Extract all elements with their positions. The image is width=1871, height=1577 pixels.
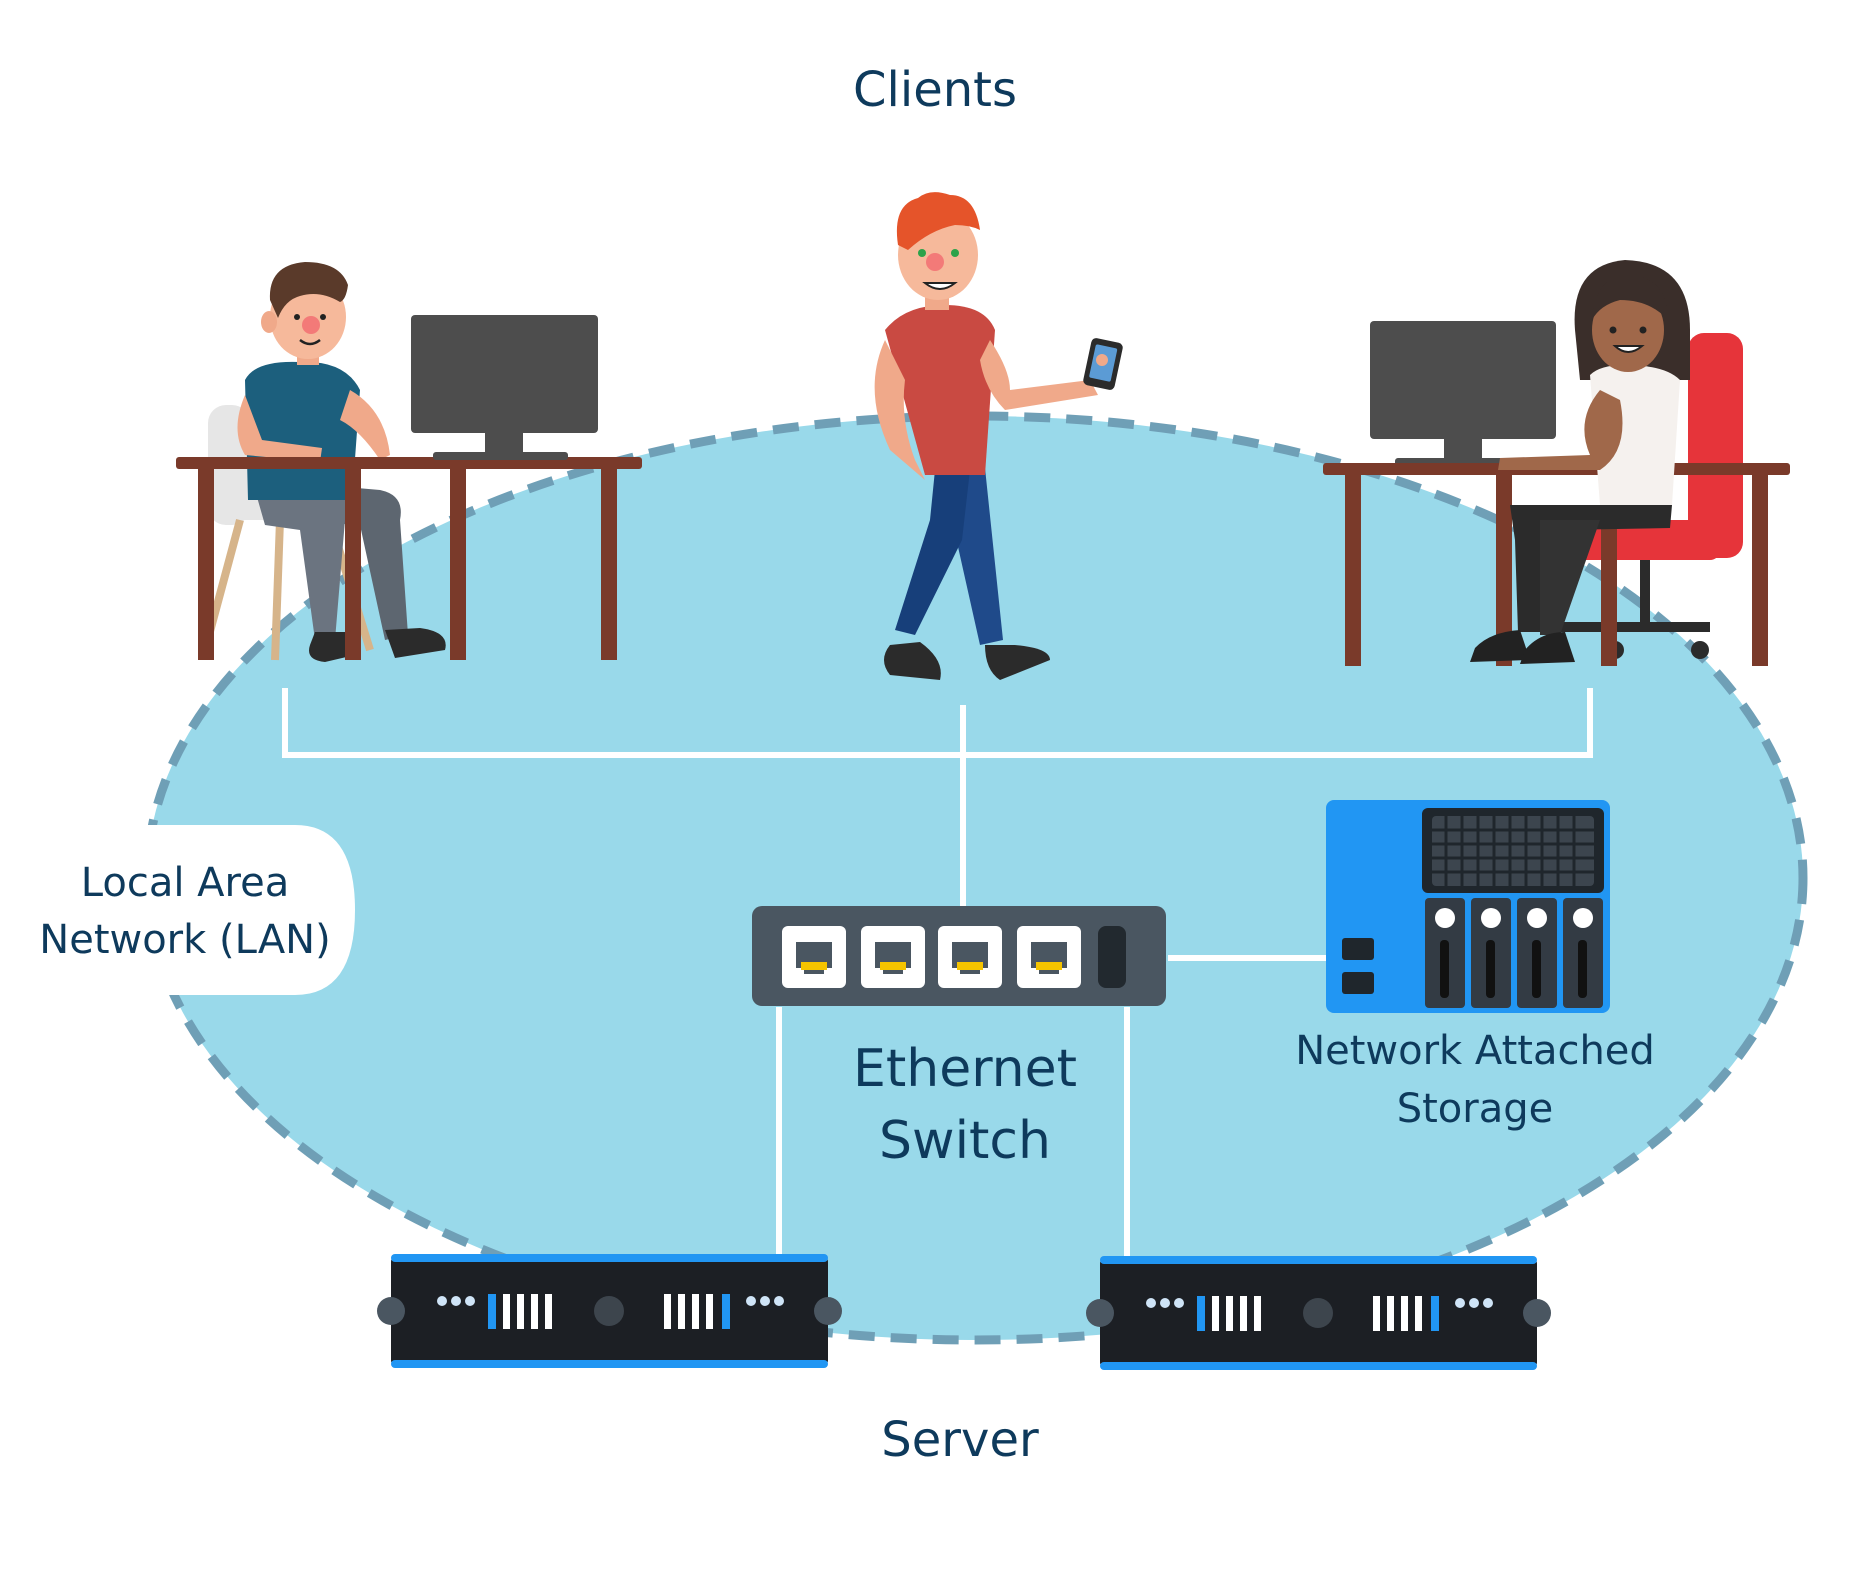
lan-label-line-2: Network (LAN) <box>39 917 331 963</box>
office-chair-icon <box>1560 333 1743 659</box>
nas-label-line-1: Network Attached <box>1295 1028 1655 1074</box>
switch-port-4 <box>1017 926 1081 988</box>
client-walking-man <box>874 192 1123 680</box>
nas-label-line-2: Storage <box>1396 1086 1554 1132</box>
rack-server-right <box>1086 1256 1551 1370</box>
clients-label: Clients <box>853 62 1017 118</box>
smartphone-icon <box>1083 338 1123 390</box>
switch-port-3 <box>938 926 1002 988</box>
lan-label-line-1: Local Area <box>80 860 290 906</box>
rack-server-left <box>377 1254 842 1368</box>
network-links <box>282 688 1593 1262</box>
client-bus-line <box>282 688 1593 758</box>
client-left-seated-man <box>176 262 642 662</box>
lan-label: Local Area Network (LAN) <box>10 855 360 969</box>
ethernet-switch-label: Ethernet Switch <box>815 1033 1115 1177</box>
server-label: Server <box>881 1412 1039 1468</box>
ethernet-switch-icon <box>752 906 1166 1006</box>
switch-port-2 <box>861 926 925 988</box>
switch-label-line-1: Ethernet <box>853 1039 1077 1099</box>
nas-label: Network Attached Storage <box>1260 1022 1690 1138</box>
client-right-seated-woman <box>1323 260 1790 666</box>
switch-port-1 <box>782 926 846 988</box>
desktop-computer-icon <box>1370 321 1556 466</box>
lan-label-tab <box>0 825 355 995</box>
nas-drive-bays <box>1425 898 1603 1008</box>
switch-label-line-2: Switch <box>879 1111 1051 1171</box>
desktop-computer-icon <box>411 315 598 460</box>
nas-device-icon <box>1326 800 1610 1013</box>
